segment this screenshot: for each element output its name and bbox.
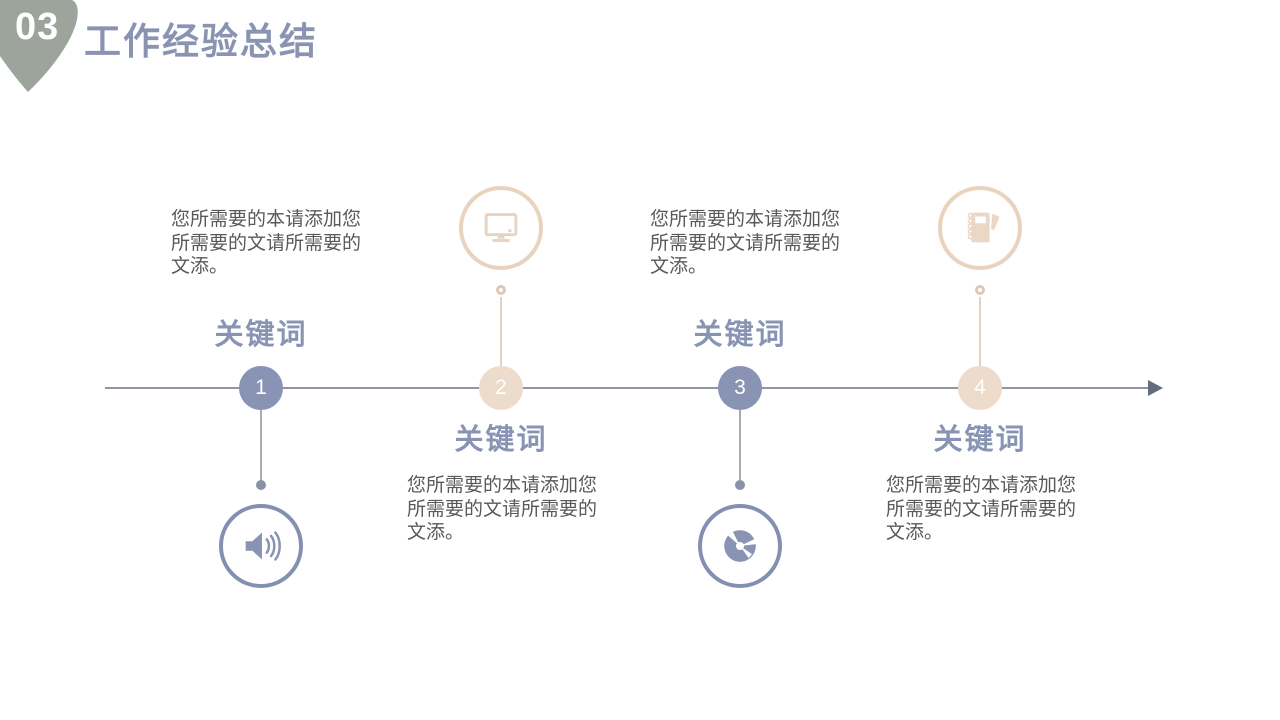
node-connector (739, 410, 741, 480)
speaker-icon (245, 531, 281, 561)
connector-dot (256, 480, 266, 490)
connector-dot (496, 285, 506, 295)
notebook-icon (967, 212, 1000, 243)
timeline-item-1: 您所需要的本请添加您所需要的文请所需要的文添。 关键词 1 (141, 0, 381, 720)
timeline-arrow-icon (1148, 380, 1163, 396)
timeline-item-4: 4 关键词 您所需要的本请添加您所需要的文请所需要的文添。 (860, 0, 1100, 720)
item-keyword-label: 关键词 (933, 424, 1027, 456)
item-keyword-label: 关键词 (454, 424, 548, 456)
section-number: 03 (15, 6, 60, 48)
timeline-item-2: 2 关键词 您所需要的本请添加您所需要的文请所需要的文添。 (381, 0, 621, 720)
timeline-node-3: 3 (718, 366, 762, 410)
timeline-node-1: 1 (239, 366, 283, 410)
section-badge-shape (0, 0, 78, 92)
item-icon-circle (938, 186, 1022, 270)
node-connector (260, 410, 262, 480)
item-description: 您所需要的本请添加您所需要的文请所需要的文添。 (886, 475, 1077, 543)
node-connector (979, 297, 981, 366)
item-icon-circle (459, 186, 543, 270)
item-keyword-label: 关键词 (214, 319, 308, 351)
item-description: 您所需要的本请添加您所需要的文请所需要的文添。 (407, 475, 598, 543)
item-description: 您所需要的本请添加您所需要的文请所需要的文添。 (171, 209, 362, 277)
item-icon-circle (698, 504, 782, 588)
timeline-node-2: 2 (479, 366, 523, 410)
node-connector (500, 297, 502, 366)
timeline-axis (105, 387, 1151, 389)
monitor-icon (484, 213, 518, 242)
page-title: 工作经验总结 (84, 21, 318, 62)
timeline-node-4: 4 (958, 366, 1002, 410)
item-description: 您所需要的本请添加您所需要的文请所需要的文添。 (650, 209, 841, 277)
timeline-item-3: 您所需要的本请添加您所需要的文请所需要的文添。 关键词 3 (620, 0, 860, 720)
connector-dot (735, 480, 745, 490)
connector-dot (975, 285, 985, 295)
item-icon-circle (219, 504, 303, 588)
cd-icon (724, 530, 757, 562)
item-keyword-label: 关键词 (693, 319, 787, 351)
